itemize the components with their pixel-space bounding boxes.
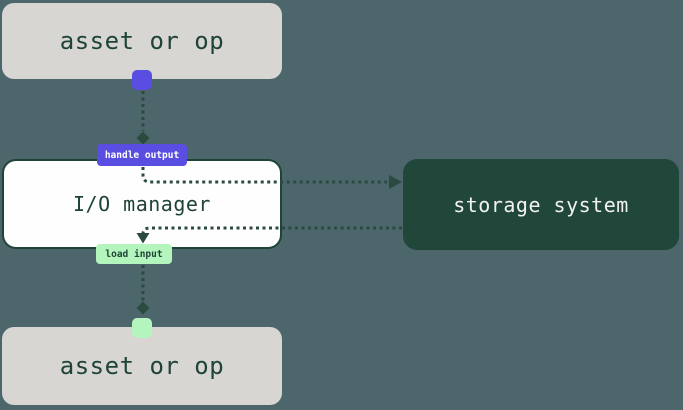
load-input-badge-label: load input [105,248,163,260]
diamond-arrowhead-bottom [136,301,150,315]
asset-or-op-bottom-node: asset or op [2,327,282,405]
storage-system-node: storage system [403,159,679,250]
storage-system-label: storage system [453,192,629,217]
handle-output-badge: handle output [97,144,187,166]
output-port-square [132,70,152,90]
diamond-arrowhead-top [136,131,150,145]
asset-or-op-top-node: asset or op [2,3,282,79]
right-arrowhead [389,175,402,189]
input-port-square [132,318,152,338]
handle-output-badge-label: handle output [104,149,180,161]
asset-or-op-top-label: asset or op [59,27,225,55]
load-input-badge: load input [96,244,172,264]
asset-or-op-bottom-label: asset or op [59,352,225,380]
io-manager-node: I/O manager [2,159,282,249]
io-manager-label: I/O manager [73,192,211,216]
